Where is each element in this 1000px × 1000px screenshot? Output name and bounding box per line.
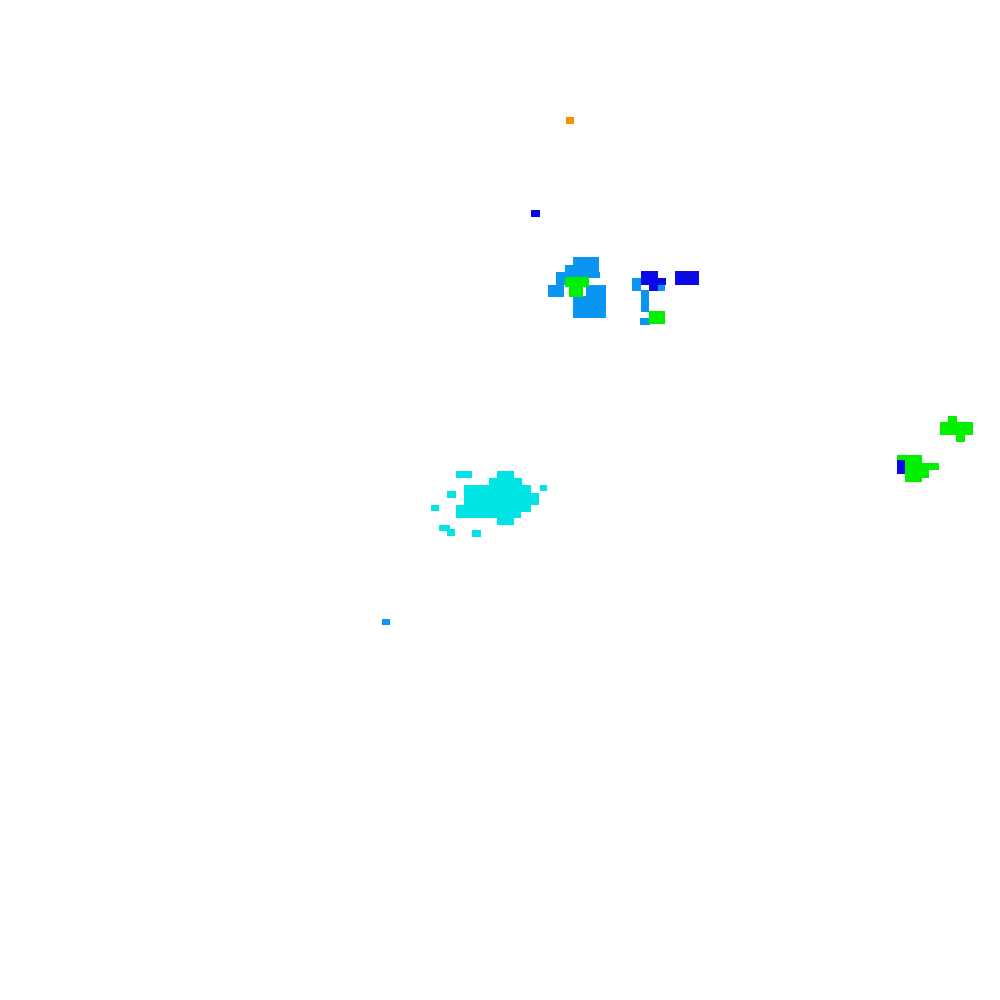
cyan-cluster-center-cell — [456, 505, 531, 512]
sky-cluster-right-cell — [641, 290, 649, 312]
cyan-cluster-center-cell — [456, 471, 472, 478]
orange-pixel — [566, 117, 574, 124]
green-cluster-east-upper-cell — [940, 422, 973, 435]
blue-patch-east — [897, 460, 905, 474]
cyan-cluster-center — [431, 471, 547, 537]
green-patch-right-cell — [649, 311, 665, 324]
sky-cluster-north — [548, 257, 606, 318]
cyan-cluster-center-cell — [464, 485, 531, 493]
sky-cluster-right-cell — [640, 318, 650, 325]
blue-cluster-right-cell — [657, 278, 666, 285]
cyan-cluster-center-cell — [540, 485, 547, 491]
sky-cluster-north-cell — [565, 265, 599, 273]
green-cluster-east-lower-cell — [905, 477, 922, 482]
green-cluster-east-upper-cell — [956, 435, 965, 442]
cyan-cluster-center-cell — [489, 478, 522, 485]
cyan-cluster-center-cell — [456, 512, 521, 518]
green-patch-north-cell — [565, 277, 589, 287]
cyan-cluster-center-cell — [431, 505, 439, 511]
blue-pixel-cell — [531, 210, 540, 217]
green-patch-north-cell — [569, 287, 583, 297]
green-cluster-east-lower — [897, 455, 939, 482]
green-cluster-east-lower-cell — [905, 470, 929, 478]
green-patch-north — [565, 277, 589, 297]
blob-layer — [382, 117, 973, 625]
cyan-cluster-center-cell — [464, 493, 539, 505]
sky-cluster-north-cell — [548, 285, 564, 297]
orange-pixel-cell — [566, 117, 574, 124]
green-cluster-east-lower-cell — [897, 455, 922, 464]
blue-cluster-right-cell — [649, 285, 658, 291]
blue-patch-east-cell — [897, 460, 905, 474]
sky-cluster-north-cell — [573, 257, 599, 266]
blue-cluster-right-cell — [641, 271, 658, 285]
sky-pixel-southwest — [382, 619, 390, 625]
sky-cluster-north-cell — [560, 272, 600, 278]
blue-cluster-right-cell — [675, 271, 699, 285]
cyan-cluster-center-cell — [447, 491, 456, 498]
sky-cluster-right-cell — [632, 278, 641, 291]
sky-cluster-right — [632, 278, 665, 325]
green-cluster-east-upper — [940, 416, 973, 442]
sky-cluster-north-cell — [573, 296, 606, 318]
sky-pixel-southwest-cell — [382, 619, 390, 625]
cyan-cluster-center-cell — [439, 525, 450, 531]
cyan-cluster-center-cell — [497, 518, 514, 525]
blue-pixel — [531, 210, 540, 217]
green-cluster-east-lower-cell — [905, 463, 939, 470]
sky-cluster-right-cell — [657, 284, 665, 291]
cyan-cluster-center-cell — [497, 471, 514, 478]
cyan-cluster-center-cell — [447, 529, 455, 536]
green-cluster-east-upper-cell — [948, 416, 957, 423]
cyan-cluster-center-cell — [472, 530, 481, 537]
blue-cluster-right — [641, 271, 699, 291]
green-patch-right — [649, 311, 665, 324]
